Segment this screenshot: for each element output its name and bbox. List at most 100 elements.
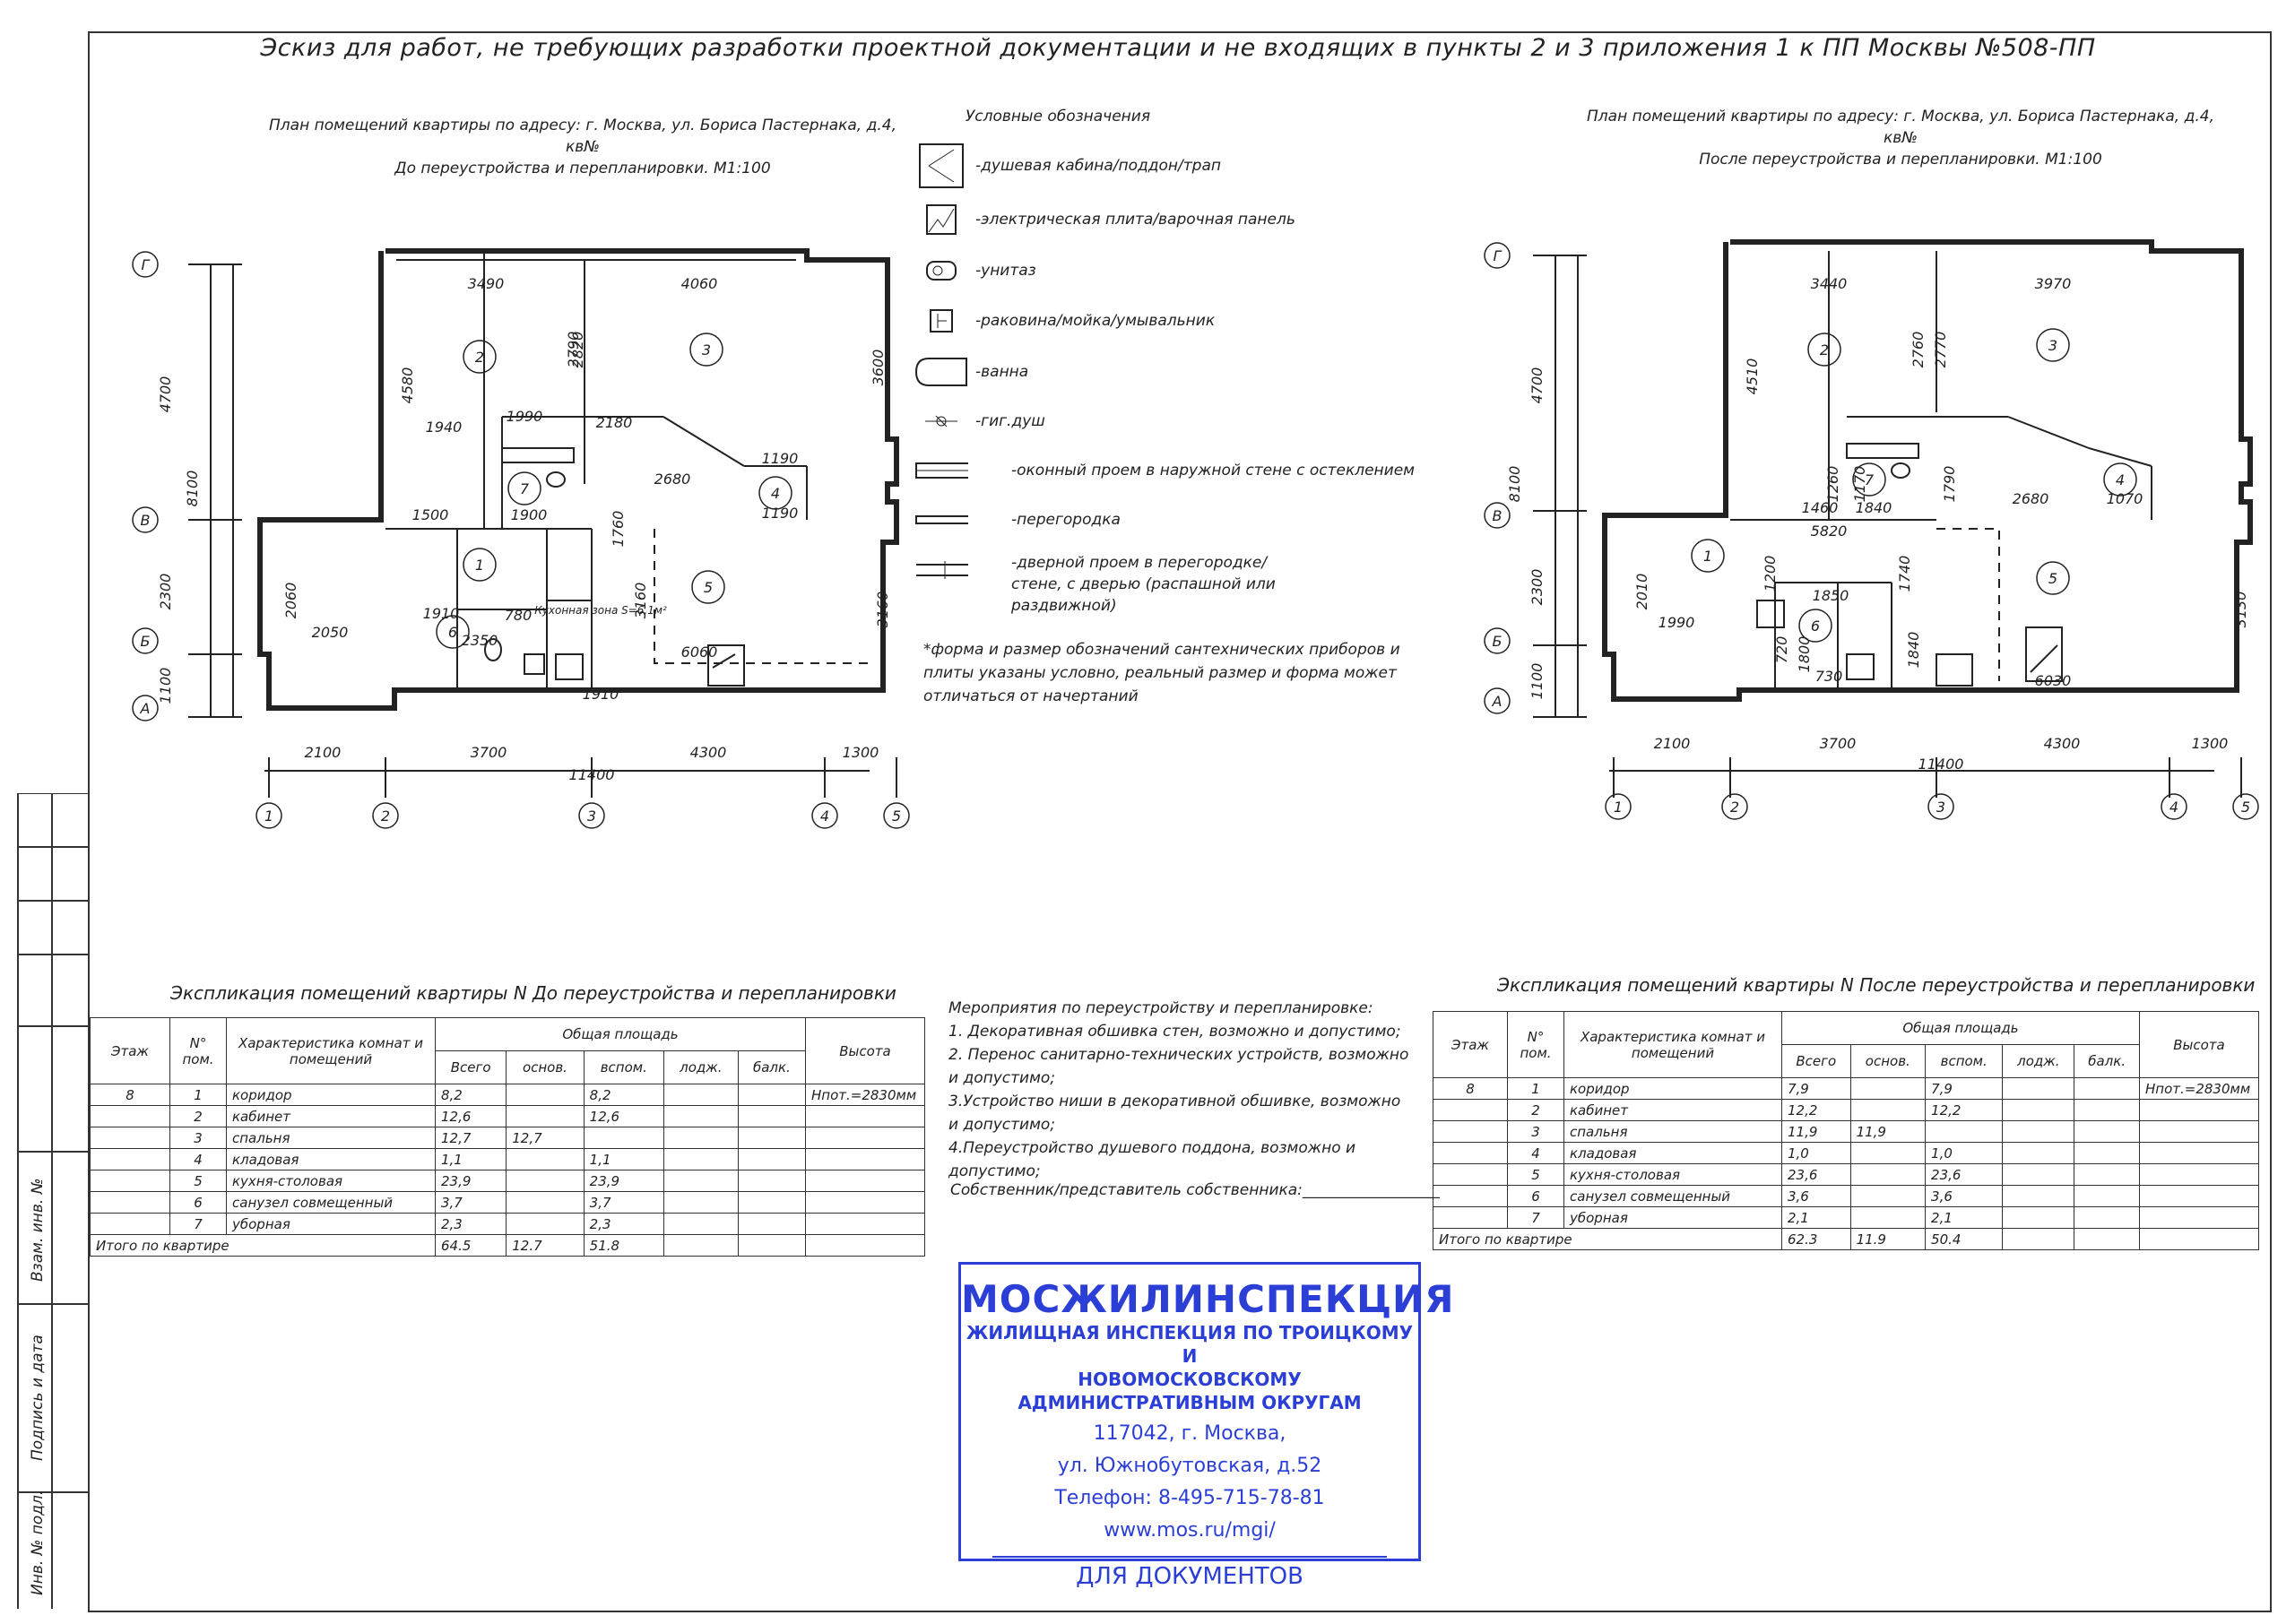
room-dim: 2680 — [654, 471, 691, 488]
legend-item-shower: -душевая кабина/поддон/трап — [914, 143, 1221, 188]
dim-bottom: 2100 — [1654, 735, 1691, 752]
table-total-row: Итого по квартире 62.3 11.9 50.4 — [1433, 1228, 2259, 1250]
room-number: 7 — [520, 480, 530, 497]
partition-icon — [914, 502, 968, 538]
plan-after-drawing: Г В Б А 1 2 3 4 5 1 2 3 4 5 6 7 2100 370… — [1484, 239, 2259, 820]
legend-item-door: -дверной проем в перегородке/стене, с дв… — [914, 552, 1307, 615]
room-dim: 3440 — [1811, 275, 1848, 292]
dim-bottom: 3700 — [471, 744, 507, 761]
plan-after-title: План помещений квартиры по адресу: г. Мо… — [1578, 106, 2223, 170]
axis-letter: Г — [142, 256, 151, 273]
plan-before-title: План помещений квартиры по адресу: г. Мо… — [260, 115, 905, 179]
room-number: 4 — [2116, 471, 2125, 488]
plan-before-heading: План помещений квартиры по адресу: г. Мо… — [269, 117, 896, 156]
dim-bottom: 4300 — [2044, 735, 2081, 752]
door-icon — [914, 552, 968, 588]
measures-heading: Мероприятия по переустройству и переплан… — [948, 999, 1373, 1017]
measure-item: 3.Устройство ниши в декоративной обшивке… — [948, 1093, 1401, 1134]
dim-left: 4700 — [157, 376, 174, 413]
stove-icon — [914, 202, 968, 238]
room-dim: 1910 — [423, 605, 460, 622]
stamp-site: www.mos.ru/mgi/ — [1104, 1519, 1276, 1542]
room-dim: 6030 — [2035, 672, 2072, 689]
dim-left: 2300 — [1529, 569, 1546, 606]
axis-letter: В — [1493, 507, 1503, 524]
room-dim: 1800 — [1796, 636, 1813, 673]
dim-left-total: 8100 — [1506, 466, 1523, 503]
room-dim: 3160 — [632, 583, 649, 619]
dim-left: 4700 — [1529, 367, 1546, 404]
dim-bottom: 4300 — [690, 744, 727, 761]
col-desc: Характеристика комнат и помещений — [226, 1017, 436, 1084]
axis-letter: А — [140, 700, 151, 717]
table-before: Этаж N° пом. Характеристика комнат и пом… — [90, 1017, 925, 1257]
legend-item-bathtub: -ванна — [914, 354, 1028, 390]
room-dim: 3600 — [870, 350, 887, 386]
stamp-phone: Телефон: 8-495-715-78-81 — [1054, 1487, 1325, 1509]
room-dim: 2010 — [1633, 574, 1650, 610]
room-number: 3 — [702, 341, 711, 358]
room-number: 6 — [448, 624, 457, 641]
axis-number: 3 — [1936, 799, 1945, 816]
table-total-row: Итого по квартире 64.5 12.7 51.8 — [90, 1234, 925, 1257]
stamp-addr1: 117042, г. Москва, — [1093, 1422, 1286, 1445]
toilet-icon — [914, 253, 968, 289]
axis-number: 1 — [1614, 799, 1623, 816]
shower-icon — [914, 143, 968, 188]
drawing-title: Эскиз для работ, не требующих разработки… — [260, 34, 2096, 62]
room-dim: 780 — [505, 607, 533, 624]
axis-letter: Б — [141, 633, 151, 650]
axis-number: 1 — [264, 808, 273, 825]
axis-letter: Б — [1493, 633, 1503, 650]
legend-item-stove: -электрическая плита/варочная панель — [914, 202, 1295, 238]
axis-number: 2 — [1730, 799, 1739, 816]
legend-item-hygienic-shower: -гиг.душ — [914, 403, 1045, 439]
room-dim: 2060 — [282, 583, 299, 619]
room-dim: 2820 — [569, 332, 586, 368]
legend: Условные обозначения -душевая кабина/под… — [914, 108, 1416, 615]
room-number: 1 — [1703, 548, 1712, 565]
room-dim: 1190 — [762, 450, 799, 467]
room-number: 4 — [771, 485, 780, 502]
legend-item-partition: -перегородка — [914, 502, 1121, 538]
dim-left: 1100 — [157, 668, 174, 704]
room-number: 3 — [2048, 337, 2057, 354]
room-dim: 1990 — [1658, 614, 1695, 631]
room-dim: 2680 — [2013, 490, 2049, 507]
axis-number: 2 — [381, 808, 390, 825]
room-dim: 1200 — [1762, 556, 1779, 592]
axis-number: 4 — [2169, 799, 2178, 816]
room-dim: 2180 — [596, 414, 633, 431]
room-dim: 4510 — [1744, 358, 1761, 395]
axis-number: 4 — [820, 808, 829, 825]
plan-before-subheading: До переустройства и перепланировки. М1:1… — [394, 160, 771, 177]
room-dim: 1790 — [1941, 466, 1958, 503]
room-dim: 1170 — [1851, 466, 1868, 503]
room-dim: 1500 — [412, 506, 449, 523]
room-dim: 1070 — [2107, 490, 2143, 507]
room-dim: 2350 — [462, 632, 498, 649]
stamp-addr2: ул. Южнобутовская, д.52 — [1057, 1455, 1322, 1477]
stamp-line2: НОВОМОСКОВСКОМУ АДМИНИСТРАТИВНЫМ ОКРУГАМ — [1018, 1369, 1362, 1413]
room-dim: 1840 — [1856, 499, 1892, 516]
room-dim: 1850 — [1813, 587, 1849, 604]
room-dim: 1460 — [1802, 499, 1839, 516]
room-number: 5 — [2048, 570, 2057, 587]
plan-after-subheading: После переустройства и перепланировки. М… — [1699, 151, 2102, 168]
dim-bottom: 3700 — [1820, 735, 1857, 752]
sidebar-stamp: Взам. инв. № Подпись и дата Инв. № подл. — [16, 792, 88, 1609]
table-after: Этаж N° пом. Характеристика комнат и пом… — [1433, 1011, 2259, 1250]
room-dim: 2790 — [565, 332, 582, 368]
sidebar-inv: Инв. № подл. — [29, 1490, 47, 1595]
room-dim: 730 — [1815, 668, 1843, 685]
stamp-docs: ДЛЯ ДОКУМЕНТОВ — [1076, 1563, 1303, 1590]
axis-letter: В — [141, 512, 151, 529]
room-dim: 720 — [1773, 636, 1790, 664]
